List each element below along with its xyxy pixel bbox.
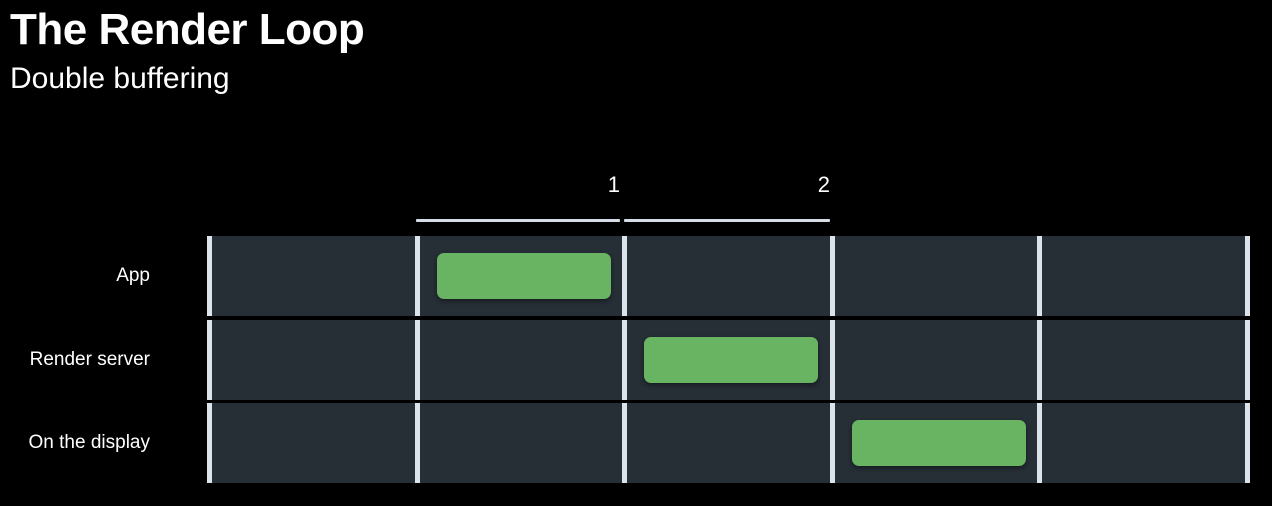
timeline-cell[interactable] (829, 320, 1038, 400)
row-label: On the display (28, 432, 150, 453)
timeline-row: App (0, 236, 1272, 316)
timeline-cell[interactable] (207, 236, 415, 316)
timeline-cell[interactable] (1037, 236, 1250, 316)
timeline-cell[interactable] (829, 236, 1038, 316)
page-title: The Render Loop (10, 5, 365, 54)
work-block[interactable] (644, 337, 819, 383)
timeline-cell[interactable] (829, 403, 1038, 483)
timeline-track (207, 236, 1250, 316)
timeline-cell[interactable] (414, 320, 623, 400)
timeline-track (207, 403, 1250, 483)
timeline-cell[interactable] (207, 403, 415, 483)
heading-block: The Render Loop Double buffering (10, 4, 910, 98)
timeline-track (207, 320, 1250, 400)
timeline-cell[interactable] (622, 236, 830, 316)
timeline-cell[interactable] (622, 320, 830, 400)
page-subtitle: Double buffering (10, 62, 230, 95)
timeline-cell[interactable] (414, 236, 623, 316)
row-label: Render server (29, 349, 150, 370)
work-block[interactable] (851, 420, 1026, 466)
timeline-cell[interactable] (414, 403, 623, 483)
timeline-cell[interactable] (1037, 403, 1250, 483)
timeline-row: Render server (0, 320, 1272, 400)
work-block[interactable] (436, 253, 611, 299)
timeline-cell[interactable] (207, 320, 415, 400)
timeline-row: On the display (0, 403, 1272, 483)
timeline-cell[interactable] (622, 403, 830, 483)
timeline-cell[interactable] (1037, 320, 1250, 400)
row-label: App (116, 265, 150, 286)
